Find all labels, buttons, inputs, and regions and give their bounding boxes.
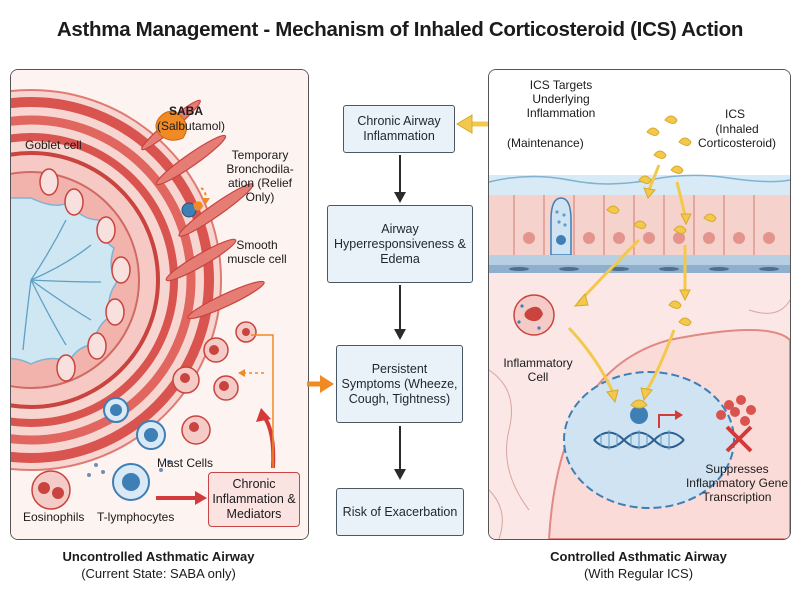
flow-box-airway-hyperresponsiveness: Airway Hyperresponsiveness & Edema — [327, 205, 473, 283]
right-caption-subtitle: (With Regular ICS) — [583, 566, 694, 581]
saba-drug-label: (Salbutamol) — [157, 119, 226, 133]
flow-box-persistent-symptoms: Persistent Symptoms (Wheeze, Cough, Tigh… — [336, 345, 463, 423]
suppresses-transcription-label: Suppresses Inflammatory Gene Transcripti… — [685, 462, 789, 504]
eosinophils-label: Eosinophils — [23, 510, 85, 524]
bronchodilation-label: Temporary Bronchodila- ation (Relief Onl… — [226, 148, 294, 204]
airway-epithelium-illustration — [489, 70, 790, 539]
uncontrolled-airway-panel: SABA (Salbutamol) Temporary Bronchodila-… — [10, 69, 309, 540]
left-caption-title: Uncontrolled Asthmatic Airway — [62, 549, 255, 564]
page-title: Asthma Management - Mechanism of Inhaled… — [56, 18, 744, 41]
airway-cross-section-illustration — [11, 70, 308, 539]
flow-box-risk-of-exacerbation: Risk of Exacerbation — [336, 488, 464, 536]
left-caption: Uncontrolled Asthmatic Airway (Current S… — [10, 548, 307, 582]
t-lymphocytes-label: T-lymphocytes — [97, 510, 175, 524]
flow-box-chronic-airway-inflammation: Chronic Airway Inflammation — [343, 105, 455, 153]
inflammatory-cell-label: Inflammatory Cell — [503, 356, 573, 384]
saba-label: SABA — [169, 104, 204, 118]
right-caption: Controlled Asthmatic Airway (With Regula… — [488, 548, 789, 582]
ics-full-label: (Inhaled Corticosteroid) — [697, 122, 777, 150]
mast-cell-cluster — [103, 321, 257, 450]
right-caption-title: Controlled Asthmatic Airway — [550, 549, 727, 564]
mast-cells-label: Mast Cells — [157, 456, 214, 470]
smooth-muscle-label: Smooth muscle cell — [227, 238, 287, 266]
ics-label: ICS — [725, 107, 746, 121]
controlled-airway-panel: ICS Targets Underlying Inflammation (Mai… — [488, 69, 791, 540]
left-caption-subtitle: (Current State: SABA only) — [81, 566, 236, 581]
ics-targets-label: ICS Targets Underlying Inflammation — [526, 78, 596, 120]
chronic-inflammation-mediators-box: Chronic Inflammation & Mediators — [208, 472, 300, 527]
goblet-cell-label: Goblet cell — [25, 138, 82, 152]
maintenance-label: (Maintenance) — [507, 136, 584, 150]
